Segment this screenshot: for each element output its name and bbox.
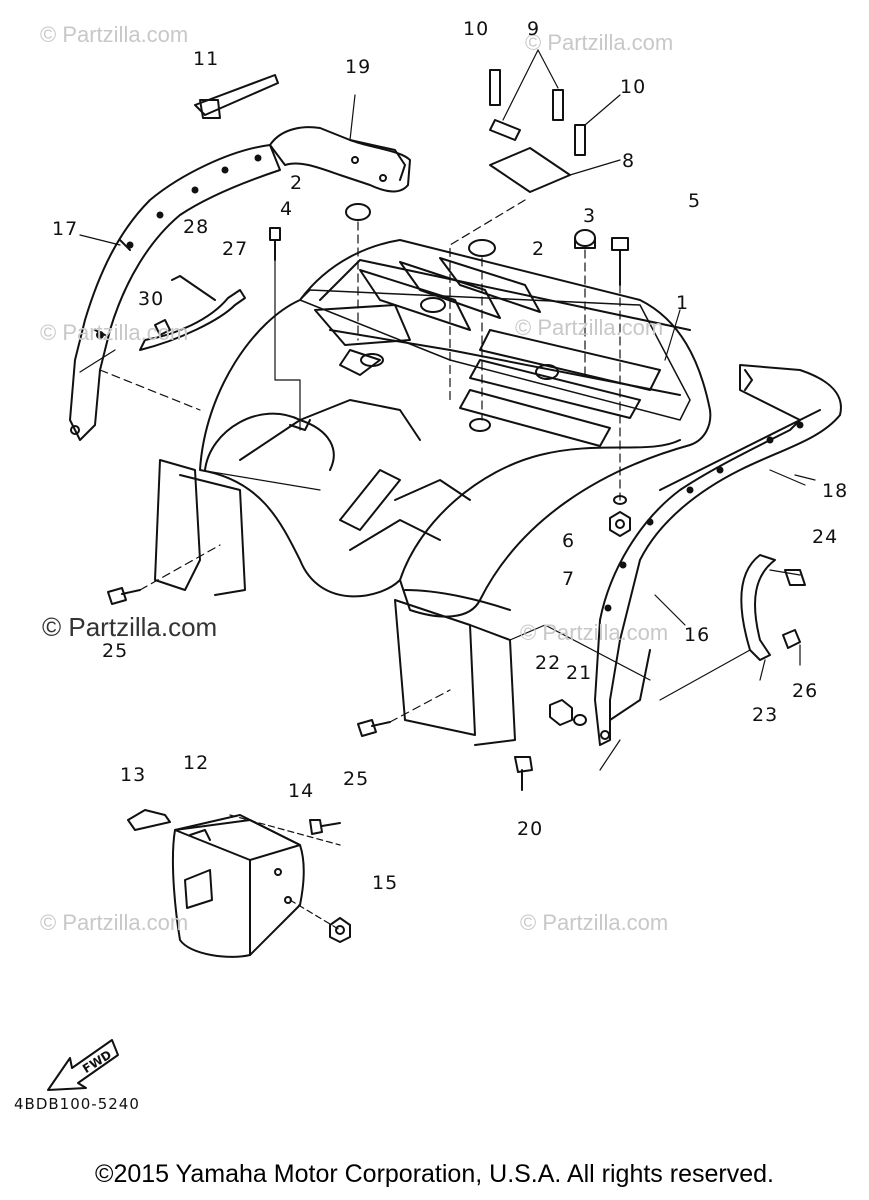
watermark-main: © Partzilla.com: [42, 612, 218, 642]
callout-30: 30: [138, 288, 165, 310]
callout-25: 25: [102, 640, 129, 662]
callout-11: 11: [193, 48, 220, 70]
callout-20: 20: [517, 818, 544, 840]
callout-25: 25: [343, 768, 370, 790]
mat-and-pads: [489, 69, 586, 193]
callout-15: 15: [372, 872, 399, 894]
callout-19: 19: [345, 56, 372, 78]
callout-leaders: [79, 49, 816, 681]
callout-23: 23: [752, 704, 779, 726]
callout-27: 27: [222, 238, 249, 260]
callout-7: 7: [562, 568, 576, 590]
fwd-label: FWD: [80, 1047, 114, 1076]
grab-bar: [269, 126, 411, 193]
callout-2: 2: [532, 238, 546, 260]
watermark: © Partzilla.com: [40, 910, 189, 935]
callout-8: 8: [622, 150, 636, 172]
callout-28: 28: [183, 216, 210, 238]
watermark: © Partzilla.com: [520, 620, 669, 645]
watermark: © Partzilla.com: [515, 315, 664, 340]
right-fender-flare: [594, 364, 842, 746]
callout-3: 3: [583, 205, 597, 227]
rear-fender-body: [154, 239, 712, 746]
left-fender-flare: [69, 144, 281, 441]
watermark: © Partzilla.com: [40, 22, 189, 47]
callout-22: 22: [535, 652, 562, 674]
leader-lines: [79, 199, 751, 931]
watermark: © Partzilla.com: [40, 320, 189, 345]
callout-10: 10: [620, 76, 647, 98]
callout-6: 6: [562, 530, 576, 552]
callout-1: 1: [676, 292, 690, 314]
callout-9: 9: [527, 18, 541, 40]
callout-10: 10: [463, 18, 490, 40]
callout-24: 24: [812, 526, 839, 548]
callout-2: 2: [290, 172, 304, 194]
fwd-arrow: FWD: [47, 1039, 119, 1091]
storage-box: [127, 809, 351, 958]
callout-12: 12: [183, 752, 210, 774]
callout-16: 16: [684, 624, 711, 646]
part-code: 4BDB100-5240: [14, 1095, 140, 1113]
callout-13: 13: [120, 764, 147, 786]
brackets: [139, 275, 806, 661]
callout-5: 5: [688, 190, 702, 212]
callout-18: 18: [822, 480, 849, 502]
copyright-notice: ©2015 Yamaha Motor Corporation, U.S.A. A…: [95, 1160, 774, 1188]
callout-26: 26: [792, 680, 819, 702]
strap: [194, 74, 279, 119]
fasteners-bottom: [107, 587, 587, 791]
callout-14: 14: [288, 780, 315, 802]
watermark: © Partzilla.com: [520, 910, 669, 935]
callout-17: 17: [52, 218, 79, 240]
callout-21: 21: [566, 662, 593, 684]
callout-4: 4: [280, 198, 294, 220]
watermark: © Partzilla.com: [525, 30, 674, 55]
